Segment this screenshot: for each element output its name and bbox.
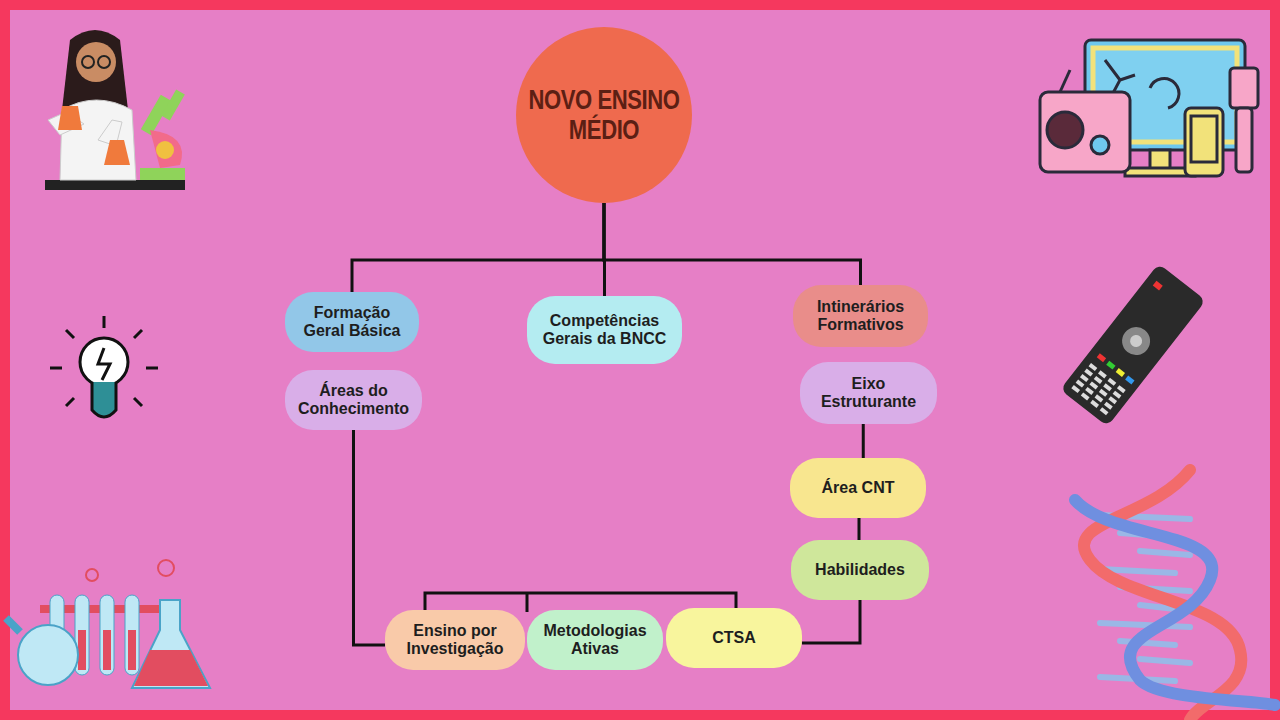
connector-line: [604, 203, 861, 285]
node-label: CTSA: [712, 629, 756, 647]
electronics-illustration: [1040, 40, 1258, 176]
lab-glassware: [6, 560, 210, 688]
node-label: Ensino por Investigação: [397, 622, 513, 659]
process-pill: Eixo Estruturante: [800, 362, 937, 424]
node-label: Competências Gerais da BNCC: [539, 312, 670, 349]
process-pill: Ensino por Investigação: [385, 610, 525, 670]
process-pill: Formação Geral Básica: [285, 292, 419, 352]
process-pill: Áreas do Conhecimento: [285, 370, 422, 430]
dna-helix: [1075, 470, 1275, 720]
process-pill: Competências Gerais da BNCC: [527, 296, 682, 364]
node-label: Intinerários Formativos: [805, 298, 916, 335]
node-label: Área CNT: [822, 479, 895, 497]
connector-line: [858, 518, 861, 540]
connector-line: [862, 424, 865, 458]
scientist-illustration: [45, 30, 185, 190]
node-label: Habilidades: [815, 561, 905, 579]
process-pill: Metodologias Ativas: [527, 610, 663, 670]
connector-line: [802, 600, 860, 643]
node-label: Áreas do Conhecimento: [297, 382, 410, 419]
process-pill: Área CNT: [790, 458, 926, 518]
title-text: NOVO ENSINO MÉDIO: [528, 85, 680, 145]
process-pill: Habilidades: [791, 540, 929, 600]
node-label: Formação Geral Básica: [297, 304, 407, 341]
node-label: Eixo Estruturante: [812, 375, 925, 412]
connector-line: [353, 430, 385, 645]
title-circle: NOVO ENSINO MÉDIO: [516, 27, 692, 203]
node-label: Metodologias Ativas: [539, 622, 651, 659]
process-pill: CTSA: [666, 608, 802, 668]
remote-control: [1060, 263, 1206, 426]
lightbulb-icon: [50, 316, 158, 417]
process-pill: Intinerários Formativos: [793, 285, 928, 347]
connector-line: [352, 203, 604, 292]
